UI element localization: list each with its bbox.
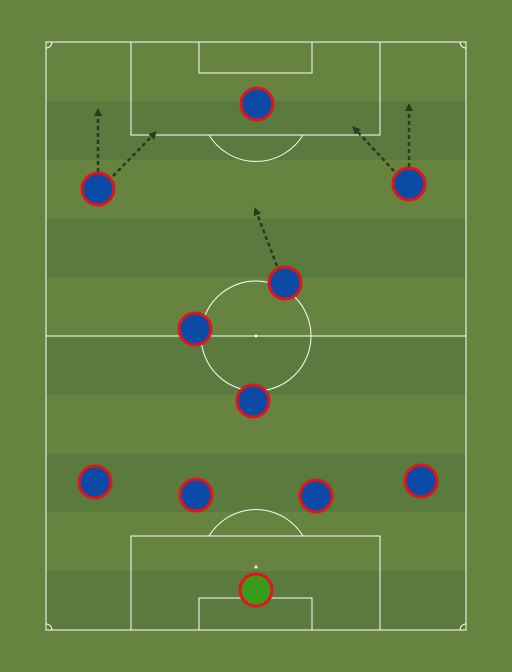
- pitch-spots: [254, 334, 258, 569]
- movement-arrows: [94, 103, 413, 267]
- player-marker-icon right-winger[interactable]: [391, 166, 427, 202]
- player-marker-icon left-central-midfielder[interactable]: [177, 311, 213, 347]
- movement-arrow-right-central-midfielder: [253, 207, 279, 267]
- pitch-stripe: [46, 219, 466, 278]
- top-goal-area: [198, 41, 313, 74]
- player-marker-icon left-winger[interactable]: [80, 171, 116, 207]
- corner-arc-bottom-left: [45, 623, 53, 631]
- corner-arc-top-right: [459, 41, 467, 49]
- player-marker-icon defensive-midfielder[interactable]: [235, 383, 271, 419]
- pitch-stripe: [46, 454, 466, 512]
- centre-spot: [254, 334, 258, 338]
- corner-arc-bottom-right: [459, 623, 467, 631]
- player-marker-icon left-back[interactable]: [77, 464, 113, 500]
- player-marker-icon right-back[interactable]: [403, 463, 439, 499]
- movement-arrow-right-winger: [352, 126, 395, 172]
- bottom-penalty-arc: [208, 509, 304, 537]
- pitch-stripe: [46, 512, 466, 571]
- pitch-stripes: [46, 42, 466, 630]
- pitch-stripe: [46, 278, 466, 336]
- bottom-penalty-spot: [254, 565, 258, 569]
- goalkeeper-marker-icon goalkeeper[interactable]: [238, 572, 274, 608]
- movement-arrow-left-winger: [112, 131, 157, 177]
- player-marker-icon right-central-midfielder[interactable]: [267, 265, 303, 301]
- player-marker-icon right-centre-back[interactable]: [298, 478, 334, 514]
- player-marker-icon striker[interactable]: [239, 86, 275, 122]
- corner-arc-top-left: [45, 41, 53, 49]
- player-marker-icon left-centre-back[interactable]: [178, 477, 214, 513]
- players: [77, 86, 439, 608]
- top-penalty-arc: [208, 134, 304, 162]
